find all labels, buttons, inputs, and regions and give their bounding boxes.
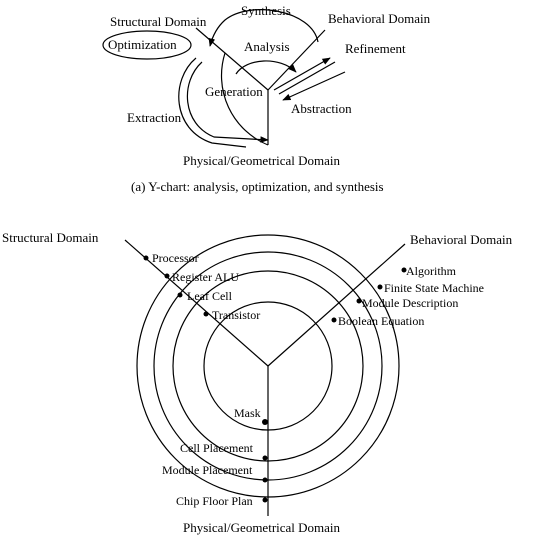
optimization-ellipse: [102, 30, 192, 60]
finite-state-machine-label: Finite State Machine: [384, 281, 484, 295]
synthesis-arrow: [208, 9, 319, 47]
extraction-label: Extraction: [127, 110, 182, 125]
module-description-label: Module Description: [362, 296, 458, 310]
analysis-arrow: [235, 60, 297, 75]
mask-dot: [262, 419, 268, 425]
extraction-arc-outer: [178, 57, 247, 148]
generation-label: Generation: [205, 84, 263, 99]
refinement-arrow-2: [278, 61, 336, 95]
abstraction-arrow: [282, 71, 346, 101]
boolean-equation-dot: [331, 317, 337, 323]
chip-floor-plan-label: Chip Floor Plan: [176, 494, 253, 508]
bottom-physical-domain-label: Physical/Geometrical Domain: [183, 520, 341, 535]
top-behavioral-domain-label: Behavioral Domain: [328, 11, 431, 26]
processor-dot: [143, 255, 149, 261]
chip-floor-plan-dot: [262, 497, 268, 503]
refinement-label: Refinement: [345, 41, 406, 56]
algorithm-label: Algorithm: [406, 264, 457, 278]
top-physical-domain-label: Physical/Geometrical Domain: [183, 153, 341, 168]
transistor-label: Transistor: [212, 308, 260, 322]
cell-placement-dot: [262, 455, 268, 461]
top-structural-domain-label: Structural Domain: [110, 14, 207, 29]
top-structural-axis: [195, 27, 269, 91]
mask-label: Mask: [234, 406, 261, 420]
extraction-arc-inner: [186, 61, 269, 143]
abstraction-label: Abstraction: [291, 101, 352, 116]
boolean-equation-label: Boolean Equation: [338, 314, 424, 328]
refinement-arrow: [273, 57, 331, 91]
module-placement-dot: [262, 477, 268, 483]
analysis-label: Analysis: [244, 39, 290, 54]
bottom-behavioral-axis: [267, 243, 406, 367]
bottom-y-chart: Structural Domain Behavioral Domain Proc…: [2, 230, 513, 535]
algorithm-dot: [401, 267, 407, 273]
leaf-cell-label: Leaf Cell: [187, 289, 233, 303]
optimization-label: Optimization: [108, 37, 177, 52]
cell-placement-label: Cell Placement: [180, 441, 254, 455]
top-caption: (a) Y-chart: analysis, optimization, and…: [131, 179, 384, 194]
synthesis-label: Synthesis: [241, 3, 291, 18]
module-description-dot: [356, 298, 362, 304]
bottom-structural-axis: [124, 239, 269, 367]
module-placement-label: Module Placement: [162, 463, 253, 477]
register-alu-label: Register ALU: [172, 270, 239, 284]
register-alu-dot: [164, 273, 170, 279]
bottom-behavioral-domain-label: Behavioral Domain: [410, 232, 513, 247]
transistor-dot: [203, 311, 209, 317]
processor-label: Processor: [152, 251, 199, 265]
leaf-cell-dot: [177, 292, 183, 298]
finite-state-machine-dot: [377, 284, 383, 290]
bottom-structural-domain-label: Structural Domain: [2, 230, 99, 245]
generation-arc: [220, 52, 269, 146]
top-behavioral-axis: [267, 29, 326, 91]
top-y-chart: Structural Domain Synthesis Behavioral D…: [102, 3, 431, 194]
